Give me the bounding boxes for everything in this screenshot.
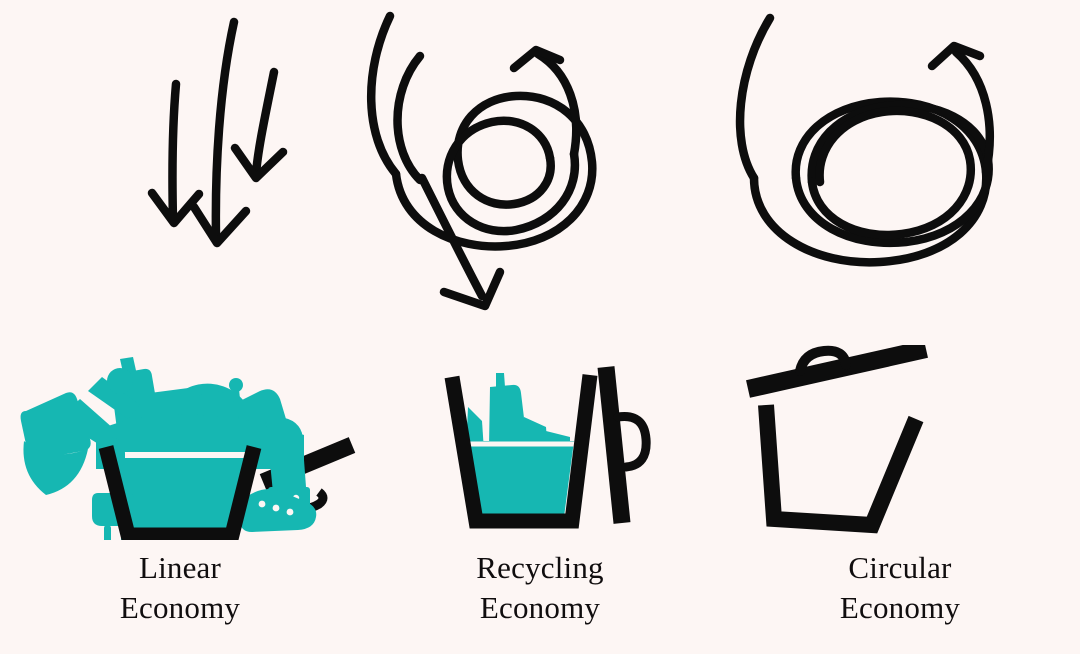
caption-line-1: Circular <box>848 550 952 585</box>
caption-line-2: Economy <box>119 589 241 625</box>
three-downward-arrows-icon <box>147 17 288 248</box>
caption-line-2: Economy <box>839 589 961 625</box>
panel-linear-economy: Linear Economy <box>0 0 360 654</box>
caption-linear-economy: Linear Economy <box>120 548 240 627</box>
sneaker <box>240 489 317 532</box>
caption-circular-economy: Circular Economy <box>840 548 960 627</box>
tilted-bin-lid <box>746 345 928 398</box>
bin-body-recycling <box>444 374 598 529</box>
panel-recycling-economy: Recycling Economy <box>360 0 720 654</box>
flow-diagram-recycling <box>360 0 720 345</box>
closed-spiral-loop-icon <box>735 13 994 267</box>
bin-illustration-circular <box>720 345 1080 540</box>
caption-recycling-economy: Recycling Economy <box>476 548 603 627</box>
bin-illustration-recycling <box>360 345 720 540</box>
empty-waste-bin-icon <box>746 345 928 534</box>
flow-diagram-circular <box>720 0 1080 345</box>
bin-body-circular <box>758 404 924 534</box>
spiral-loop-with-escaping-arrow-icon <box>367 11 597 311</box>
leaning-bin-lid <box>597 366 651 524</box>
bin-illustration-linear <box>0 345 360 540</box>
overflowing-waste-bin-icon <box>20 357 356 540</box>
caption-line-2: Economy <box>479 589 601 625</box>
flow-diagram-linear <box>0 0 360 345</box>
half-full-recycling-bin-icon <box>444 366 651 529</box>
panel-circular-economy: Circular Economy <box>720 0 1080 654</box>
caption-line-1: Linear <box>138 550 222 585</box>
bin-body-linear <box>98 445 262 540</box>
discarded-items-pile <box>96 357 310 540</box>
caption-line-1: Recycling <box>476 550 604 585</box>
